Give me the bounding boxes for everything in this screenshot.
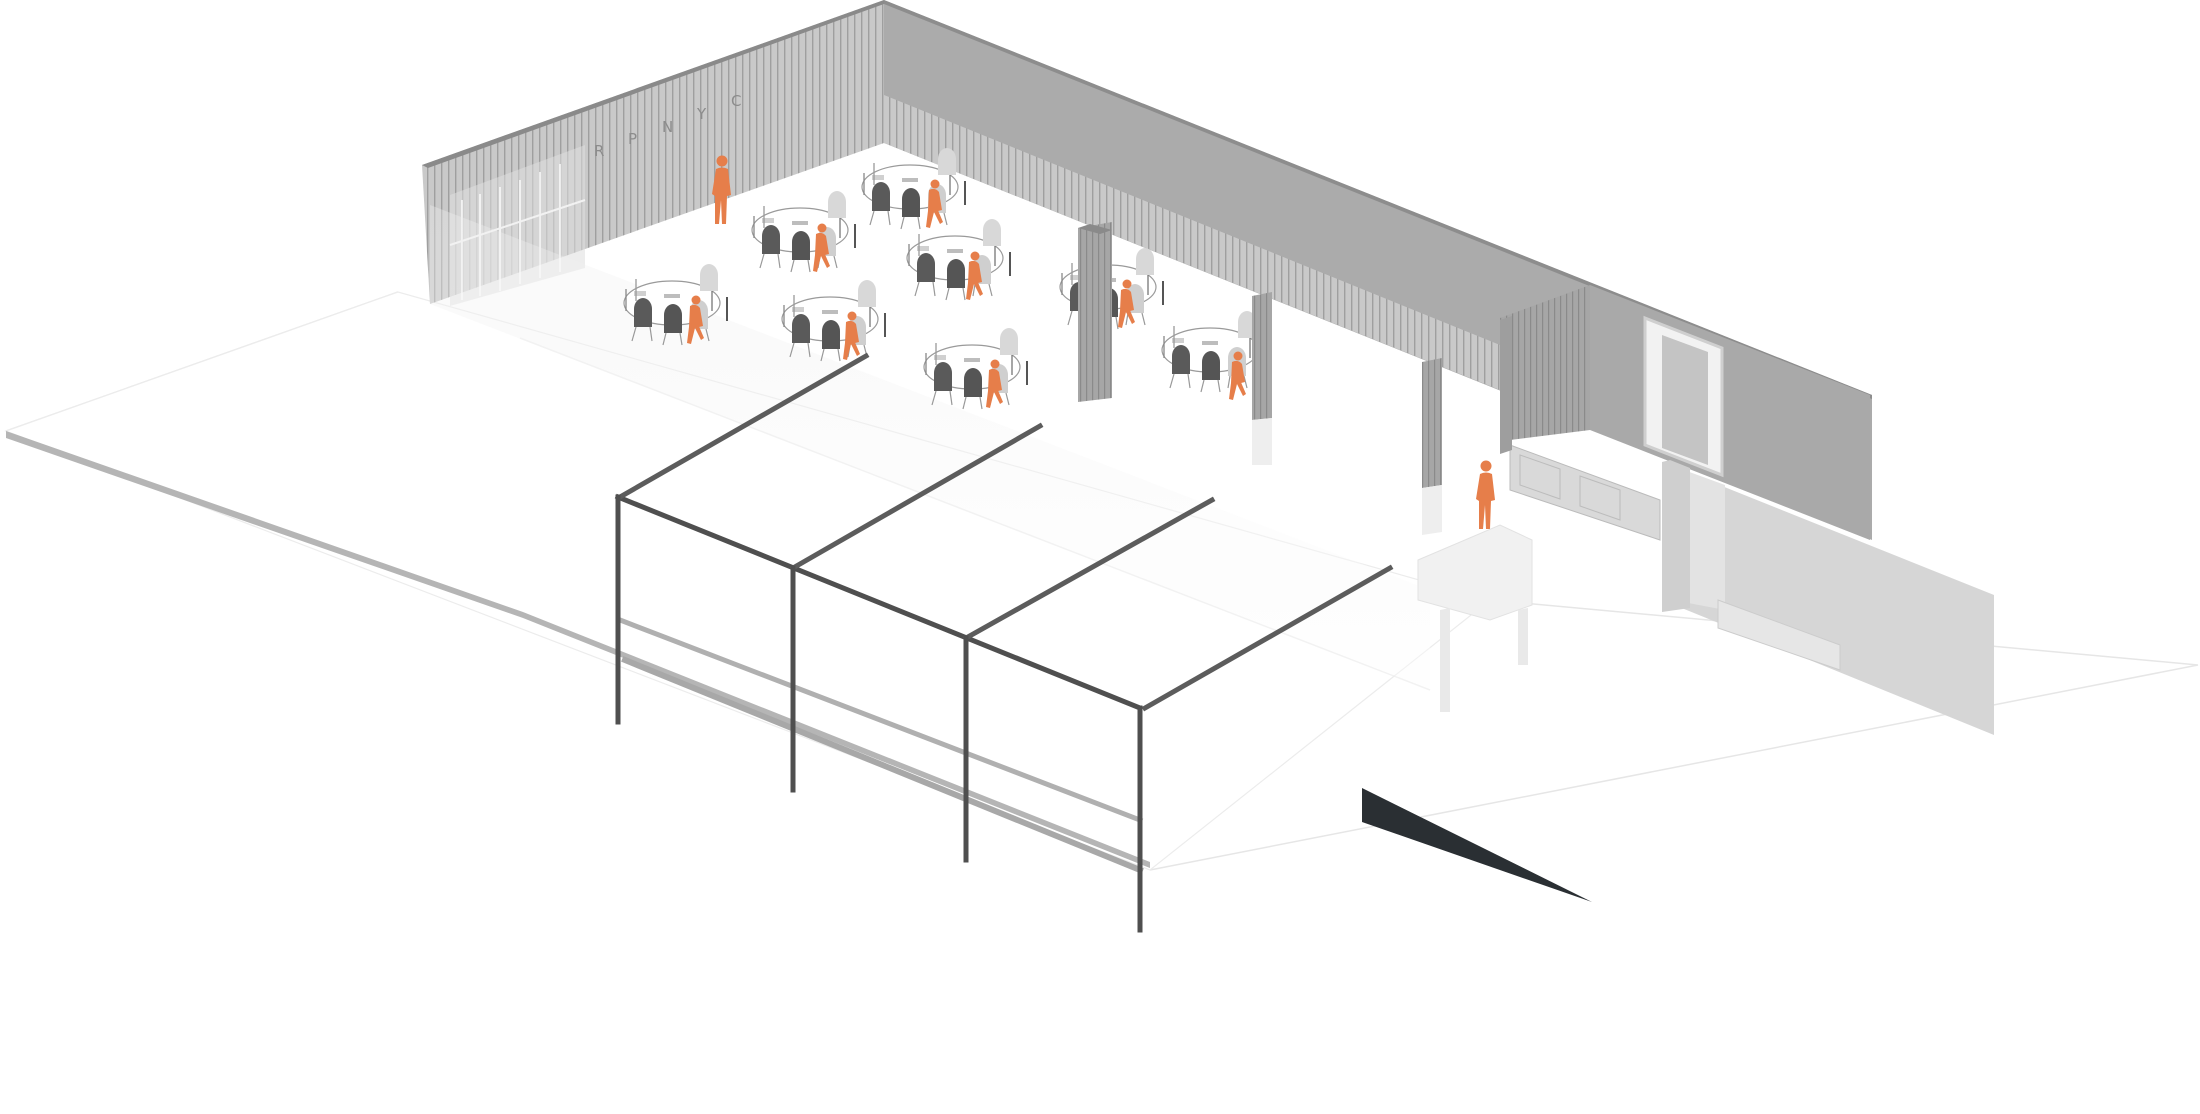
person-figure-icon bbox=[1476, 460, 1495, 529]
wall-sign-letter: P bbox=[628, 130, 637, 148]
round-table-set-icon bbox=[751, 190, 856, 273]
wall-sign-letter: C bbox=[731, 92, 741, 110]
partition-wall bbox=[1662, 460, 1994, 735]
round-table-set-icon bbox=[1161, 310, 1266, 393]
wall-sign-letter: Y bbox=[696, 105, 707, 123]
round-table-set-icon bbox=[906, 218, 1011, 301]
columns bbox=[1078, 222, 1512, 535]
round-table-set-icon bbox=[861, 147, 966, 230]
access-ramp bbox=[1362, 788, 1592, 902]
wall-sign-letter: N bbox=[662, 118, 673, 136]
back-wall-right bbox=[884, 0, 1872, 541]
wall-sign: R P N Y C bbox=[594, 92, 741, 160]
wall-sign-letter: R bbox=[594, 142, 604, 160]
pergola-frame bbox=[614, 352, 1394, 933]
bar-counter bbox=[1417, 524, 1533, 712]
round-table-set-icon bbox=[923, 327, 1028, 410]
